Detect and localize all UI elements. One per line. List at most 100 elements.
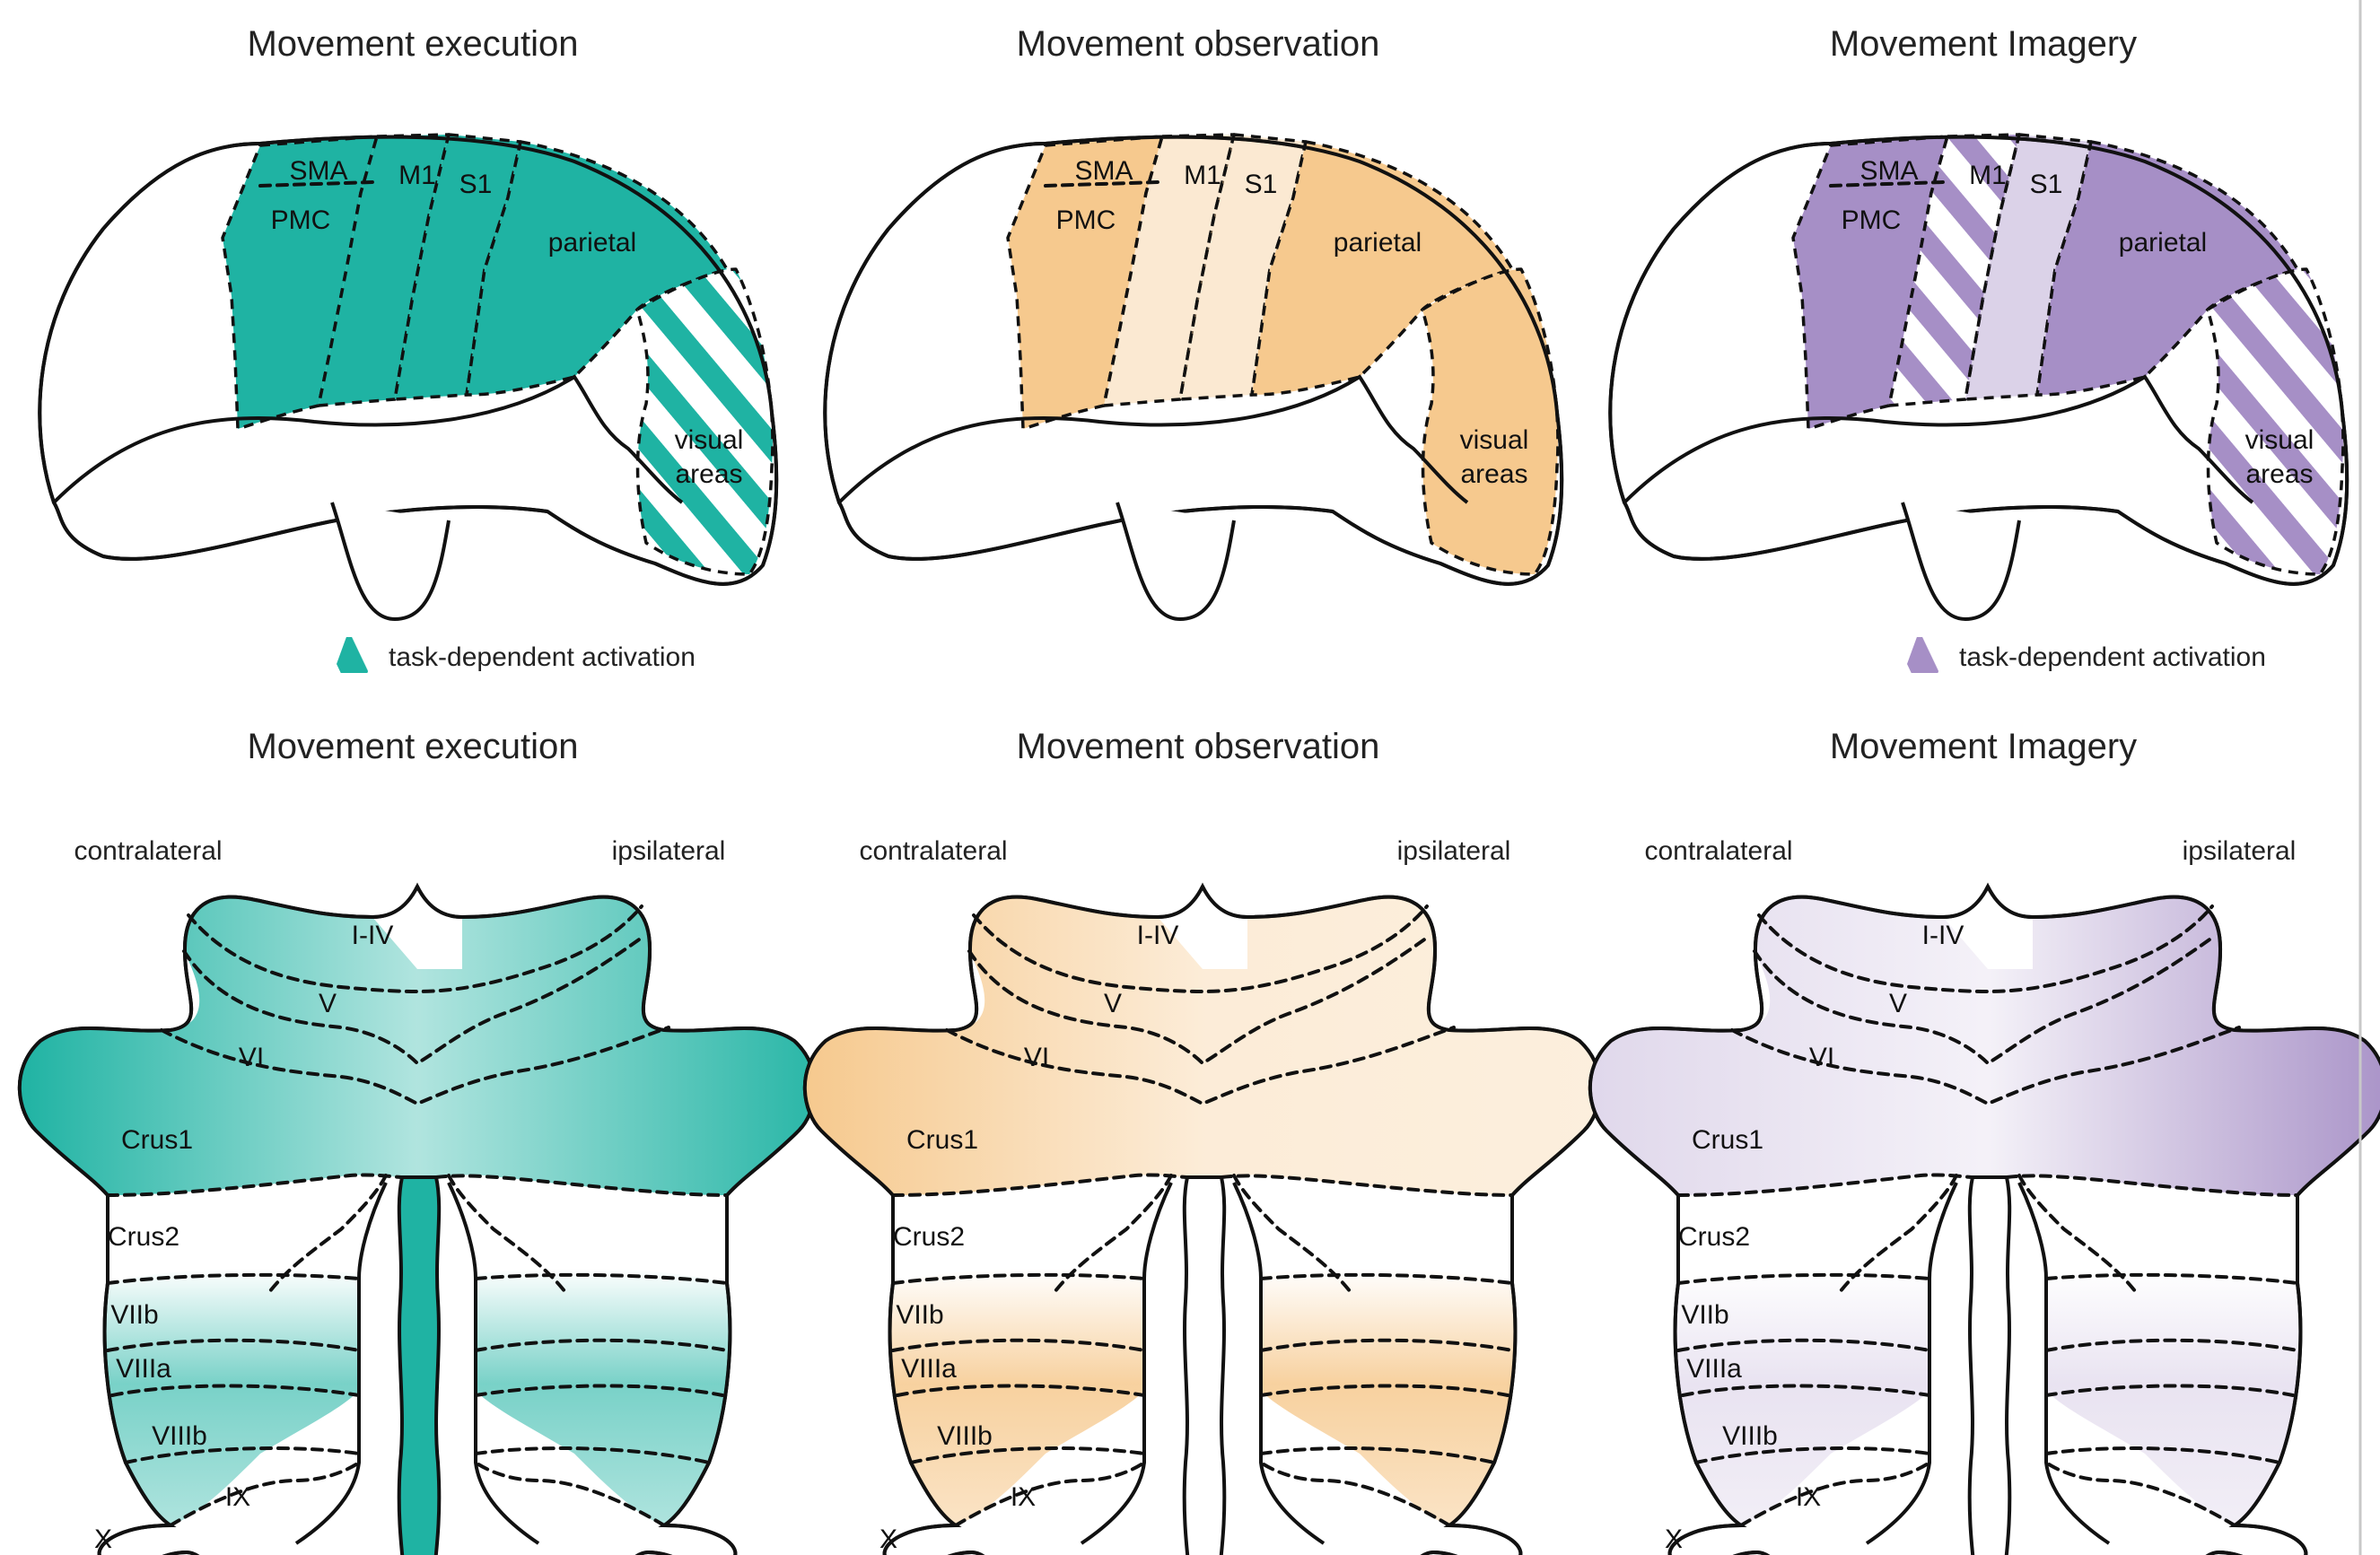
lobule-viiib-label: VIIIb xyxy=(937,1421,993,1451)
contralateral-label: contralateral xyxy=(859,836,1007,866)
lobule-viiib-label: VIIIb xyxy=(1722,1421,1778,1451)
lower-lobules-shading-contralateral xyxy=(889,1268,1144,1525)
lobule-boundary xyxy=(182,936,643,1066)
m1-region xyxy=(317,133,451,407)
upper-lobules-shading xyxy=(804,896,1601,1195)
lobule-boundary xyxy=(267,1174,388,1294)
legend: task-dependent activation xyxy=(333,637,696,673)
lobule-boundary xyxy=(954,1461,1146,1527)
areas-label: areas xyxy=(675,459,742,489)
visual-areas-region xyxy=(1421,267,1560,576)
contralateral-label: contralateral xyxy=(1644,836,1792,866)
brainstem-outline xyxy=(1116,502,1236,622)
lobule-boundary xyxy=(2044,1461,2236,1527)
pmc-label: PMC xyxy=(1056,205,1116,235)
lobule-ix-label: IX xyxy=(1796,1482,1821,1512)
lobule-vi-label: VI xyxy=(1024,1043,1049,1072)
brainstem-outline xyxy=(1901,502,2021,622)
lobule-boundary xyxy=(474,1446,711,1464)
legend-swatch-icon xyxy=(333,637,381,673)
lobule-boundary xyxy=(106,1272,361,1285)
vermis xyxy=(1967,1175,2012,1555)
m1-label: M1 xyxy=(1969,161,2007,190)
lobule-boundary xyxy=(1232,1174,1352,1294)
crus2-label: Crus2 xyxy=(893,1222,965,1252)
crus2-label: Crus2 xyxy=(1678,1222,1750,1252)
lobule-boundary xyxy=(1753,936,2214,1066)
lobule-boundary xyxy=(434,1174,729,1197)
crus1-label: Crus1 xyxy=(121,1125,193,1155)
lower-lobules-shading-ipsilateral xyxy=(1261,1268,1516,1525)
lower-lobules-shading-contralateral xyxy=(104,1268,360,1525)
parietal-label: parietal xyxy=(2119,228,2207,258)
lobule-boundary xyxy=(891,1272,1146,1285)
vermis xyxy=(397,1175,442,1555)
visual-label: visual xyxy=(675,425,744,455)
ipsilateral-label: ipsilateral xyxy=(612,836,726,866)
sma-label: SMA xyxy=(289,156,347,186)
lobule-boundary xyxy=(972,904,1429,994)
lobule-boundary xyxy=(1259,1461,1451,1527)
brain-outline-stroke xyxy=(1608,135,2349,586)
crus2-label: Crus2 xyxy=(108,1222,179,1252)
sma-pmc-boundary xyxy=(258,180,374,188)
lobule-boundary xyxy=(2044,1384,2295,1397)
lobule-boundary xyxy=(2044,1446,2281,1464)
lobule-boundary xyxy=(2005,1174,2299,1197)
sma-label: SMA xyxy=(1859,156,1918,186)
brainstem-outline xyxy=(330,502,451,622)
parietal-label: parietal xyxy=(1334,228,1422,258)
lobule-v-label: V xyxy=(1104,989,1122,1018)
lobule-boundary xyxy=(909,1446,1146,1464)
m1-region xyxy=(1102,133,1236,407)
left-hemisphere-medial-edge xyxy=(1865,1182,1958,1545)
lobule-viiia-label: VIIIa xyxy=(1686,1354,1742,1384)
lobule-boundary xyxy=(160,1026,670,1106)
lobule-boundary xyxy=(1259,1384,1509,1397)
parietal-label: parietal xyxy=(548,228,636,258)
lobule-boundary xyxy=(474,1384,724,1397)
sma-label: SMA xyxy=(1074,156,1133,186)
lobule-i-iv-label: I-IV xyxy=(352,921,394,950)
cerebellum-panel-title: Movement observation xyxy=(1017,727,1380,766)
right-hemisphere-medial-edge xyxy=(447,1182,540,1545)
cerebellum-outline-stroke xyxy=(17,882,818,1555)
ipsilateral-label: ipsilateral xyxy=(2183,836,2297,866)
temporal-lobe-outline xyxy=(837,374,1469,504)
lobule-boundary xyxy=(945,1026,1456,1106)
lobule-x-label: X xyxy=(879,1524,897,1554)
lobule-boundary xyxy=(1676,1272,1931,1285)
brain-panel-title: Movement execution xyxy=(247,24,578,64)
lobule-boundary xyxy=(1259,1338,1514,1352)
lobule-v-label: V xyxy=(319,989,337,1018)
brain-outline-stroke xyxy=(38,135,779,586)
lobule-viiib-label: VIIIb xyxy=(152,1421,207,1451)
legend-swatch-icon xyxy=(1903,637,1951,673)
lobule-boundary xyxy=(474,1272,729,1285)
lobule-x-label: X xyxy=(94,1524,112,1554)
lobule-boundary xyxy=(1259,1272,1514,1285)
lobule-x-label: X xyxy=(1665,1524,1683,1554)
legend-label: task-dependent activation xyxy=(389,642,696,672)
m1-label: M1 xyxy=(398,161,436,190)
contralateral-label: contralateral xyxy=(74,836,222,866)
right-hemisphere-medial-edge xyxy=(2017,1182,2111,1545)
lobule-boundary xyxy=(1220,1174,1514,1197)
s1-label: S1 xyxy=(1245,170,1278,199)
lobule-ix-label: IX xyxy=(1011,1482,1036,1512)
right-hemisphere-medial-edge xyxy=(1232,1182,1326,1545)
brain-panel-title: Movement observation xyxy=(1017,24,1380,64)
lobule-boundary xyxy=(2017,1174,2138,1294)
visual-label: visual xyxy=(1460,425,1529,455)
lobule-boundary xyxy=(1694,1446,1931,1464)
visual-label: visual xyxy=(2245,425,2314,455)
lobule-boundary xyxy=(169,1461,361,1527)
visual-areas-region xyxy=(2206,267,2345,576)
lobule-boundary xyxy=(474,1338,729,1352)
areas-label: areas xyxy=(1460,459,1527,489)
